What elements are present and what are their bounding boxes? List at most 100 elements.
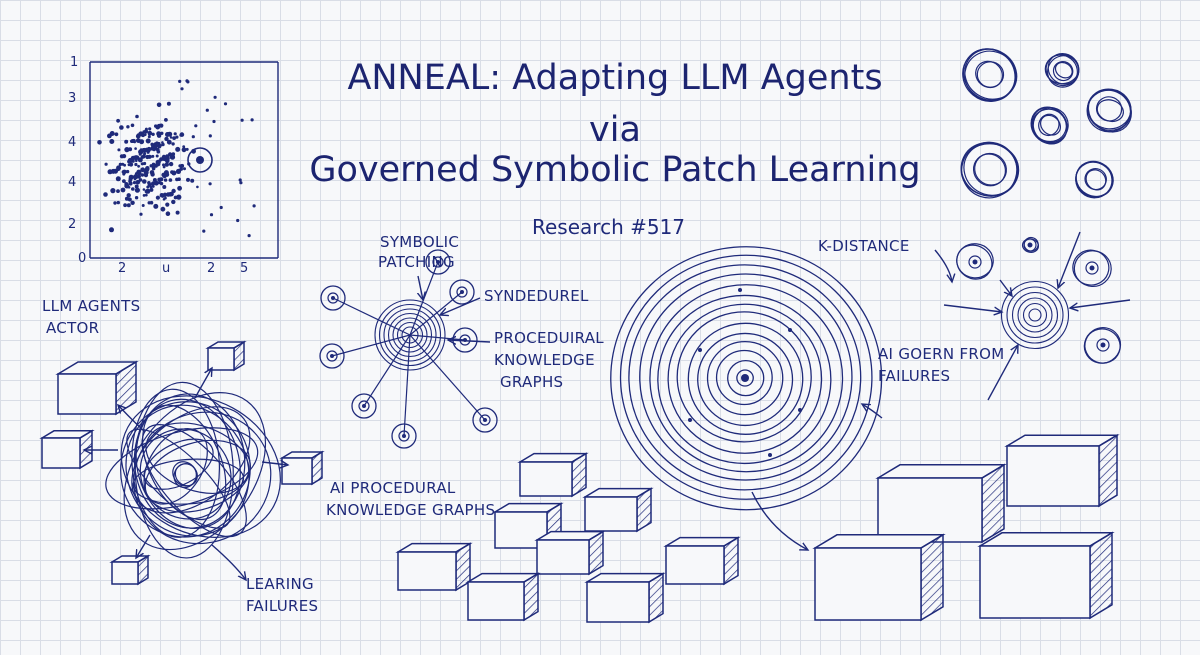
scatter-dot <box>172 136 177 141</box>
y-tick: 0 <box>78 251 87 266</box>
network-node-inner <box>398 430 410 442</box>
scatter-dot <box>143 173 149 178</box>
scatter-dot <box>134 147 137 150</box>
scatter-dot <box>149 187 154 192</box>
scatter-dot <box>208 134 212 138</box>
cluster-circle-inner <box>972 153 1007 187</box>
cluster-circle <box>1047 52 1080 85</box>
scatter-dot <box>142 179 147 184</box>
tangle-loop <box>120 395 281 538</box>
flow-arrow <box>194 368 212 399</box>
flow-arrow <box>261 462 288 465</box>
spiral-ring <box>628 264 862 491</box>
cluster-node <box>956 244 993 280</box>
title-line-3: Governed Symbolic Patch Learning <box>309 150 921 190</box>
flow-arrow <box>118 405 146 433</box>
scatter-dot <box>149 170 155 175</box>
scatter-dot <box>154 180 159 186</box>
scatter-dot <box>124 182 129 186</box>
scatter-dot <box>171 199 176 205</box>
cube-large <box>812 533 946 622</box>
scatter-dot <box>162 163 165 167</box>
scatter-dot <box>153 203 159 209</box>
subtitle: Research #517 <box>532 215 686 239</box>
scatter-dot <box>148 127 152 131</box>
spiral-ring <box>736 369 754 387</box>
network-node <box>472 407 498 433</box>
scatter-dot <box>141 204 145 207</box>
y-tick: 2 <box>68 217 77 232</box>
cube-small <box>39 429 95 470</box>
scatter-dot <box>118 162 123 167</box>
scatter-dot <box>161 154 167 160</box>
title-line-1: ANNEAL: Adapting LLM Agents <box>347 58 883 98</box>
scatter-dot <box>173 195 178 200</box>
scatter-dot <box>142 188 146 191</box>
cube-front <box>41 437 81 469</box>
scatter-dot <box>209 213 214 217</box>
network-node-inner <box>358 400 370 412</box>
cube-front <box>519 461 573 497</box>
cluster-circle-inner <box>1052 61 1074 82</box>
cube-front <box>1006 445 1100 507</box>
scatter-dot <box>130 139 134 143</box>
scatter-dot <box>190 178 195 183</box>
network-node <box>425 249 451 275</box>
scatter-dot <box>125 169 130 174</box>
tangle-loop <box>143 428 208 505</box>
scatter-dot <box>205 108 209 112</box>
scatter-dot <box>168 152 173 157</box>
scatter-dot <box>194 124 198 128</box>
cluster-circle-inner <box>976 61 1005 88</box>
scatter-dot <box>147 181 151 185</box>
scatter-dot <box>136 133 141 138</box>
scatter-dot <box>171 188 176 194</box>
scatter-dot <box>155 154 159 158</box>
scatter-dot <box>161 194 165 198</box>
cluster-hub-ring <box>1028 308 1042 322</box>
scatter-dot <box>156 102 162 108</box>
cube-side <box>648 572 664 624</box>
scatter-dot <box>144 193 148 197</box>
scatter-dot <box>171 152 176 156</box>
spiral-ring <box>619 254 873 500</box>
cube-side <box>981 463 1005 544</box>
cube <box>395 542 473 592</box>
scatter-dot <box>155 124 161 130</box>
cube-front <box>665 545 725 585</box>
flow-arrow <box>1058 231 1081 288</box>
cube <box>663 536 741 586</box>
scatter-dot <box>116 118 120 123</box>
cube-front <box>979 545 1091 619</box>
scatter-dot <box>140 162 144 166</box>
scatter-dot <box>134 172 138 176</box>
spiral-ring <box>610 246 883 511</box>
cube-large <box>1004 433 1120 508</box>
scatter-dot <box>149 164 153 168</box>
network-edge <box>332 297 411 336</box>
scatter-dot <box>137 171 142 175</box>
tangle-core <box>173 463 197 489</box>
scatter-dot <box>250 118 254 122</box>
tangle-loop <box>139 428 232 520</box>
x-tick: 2 <box>118 261 127 276</box>
scatter-dot <box>145 154 150 160</box>
scatter-dot <box>185 79 189 83</box>
scatter-dot <box>155 147 160 152</box>
scatter-dot <box>236 218 240 223</box>
cube-side <box>723 536 739 586</box>
cube-large <box>977 531 1115 620</box>
scatter-dot <box>179 167 183 171</box>
scatter-dot <box>165 211 171 216</box>
scatter-dot <box>182 145 186 149</box>
scatter-dot <box>169 136 173 139</box>
label-procedural-3: GRAPHS <box>500 373 564 391</box>
scatter-dot <box>140 132 146 138</box>
scatter-dot <box>124 196 129 201</box>
network-edge <box>409 334 486 421</box>
network-node <box>449 279 475 305</box>
scatter-dot <box>119 154 124 159</box>
flow-arrow <box>418 275 423 300</box>
scatter-dot <box>132 155 136 159</box>
